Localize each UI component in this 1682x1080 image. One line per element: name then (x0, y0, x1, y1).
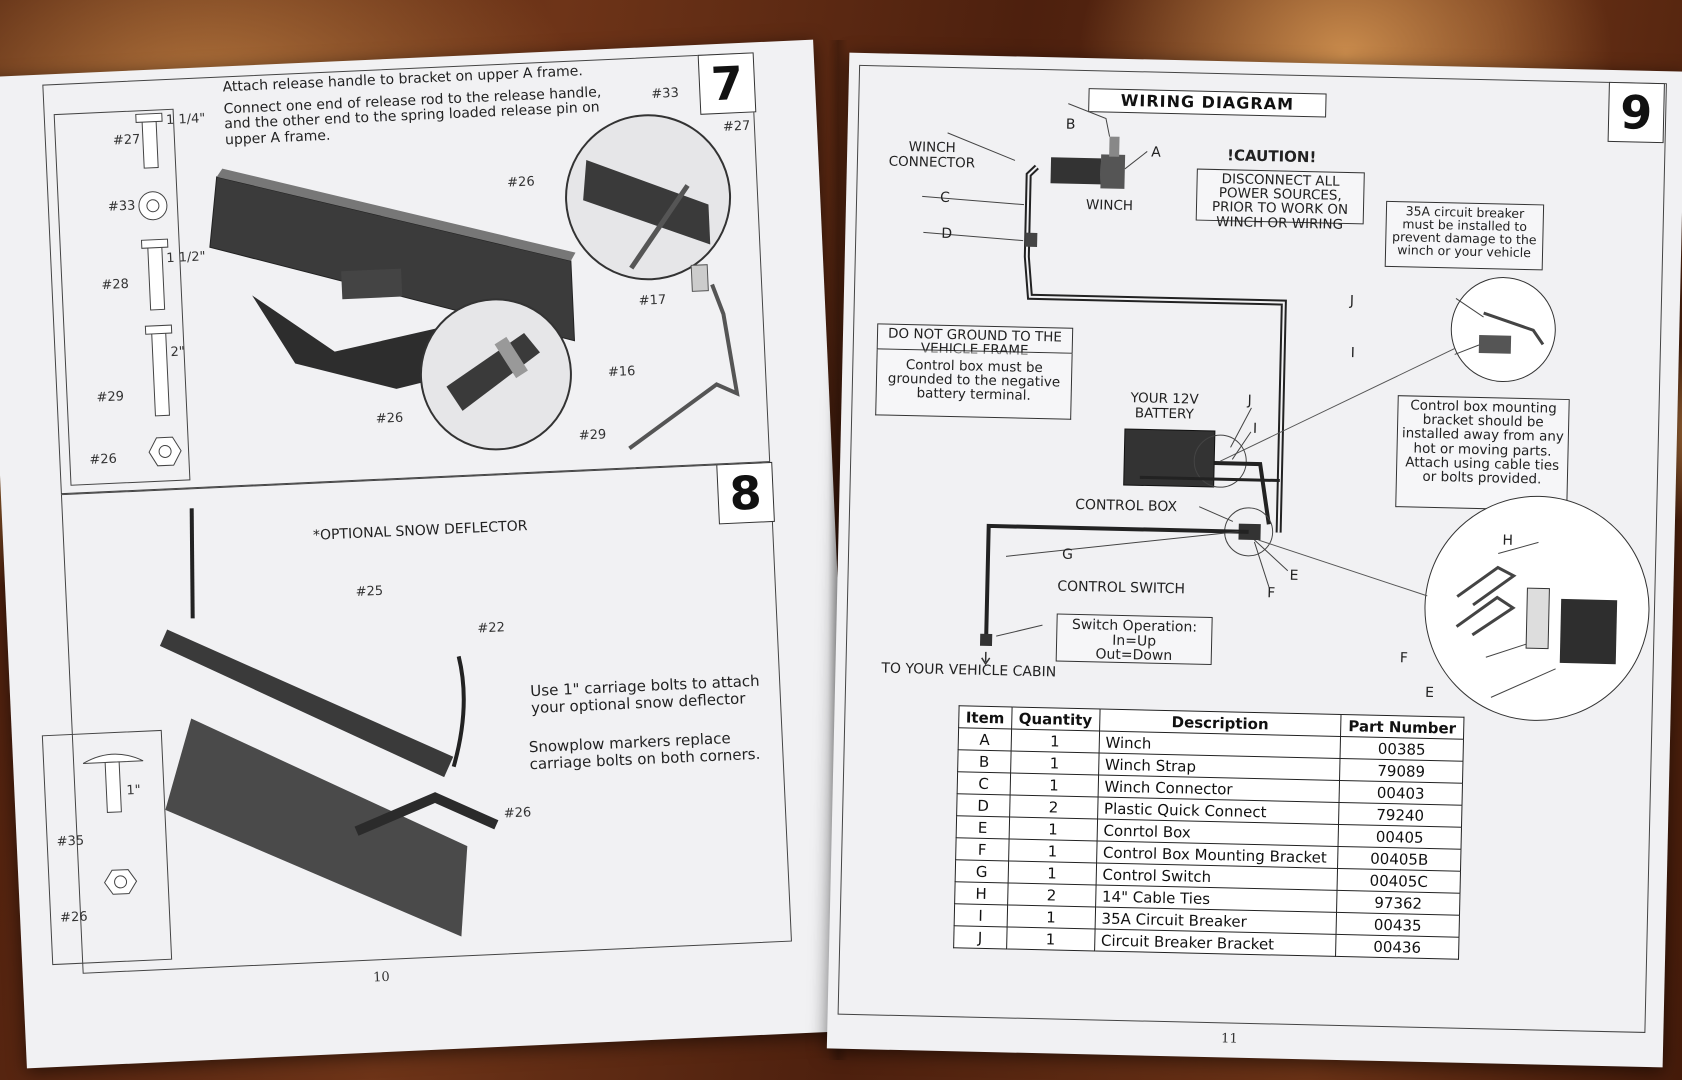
label-winch: WINCH (1085, 197, 1134, 215)
hardware-drawings-step8 (82, 753, 144, 895)
part-number-cell: 79240 (1338, 802, 1462, 828)
part-number-cell: 00436 (1335, 934, 1459, 960)
callout-label: #27 (722, 118, 751, 135)
label-battery: YOUR 12V BATTERY (1130, 390, 1199, 423)
quantity-cell: 2 (1009, 794, 1098, 819)
item-cell: J (953, 925, 1007, 949)
label-c: C (939, 189, 951, 206)
callout-label: #33 (651, 85, 680, 103)
item-cell: B (957, 749, 1011, 773)
callout-label: #26 (506, 174, 536, 191)
snow-deflector-drawing (159, 508, 499, 937)
quantity-cell: 1 (1010, 728, 1100, 753)
quantity-cell: 2 (1007, 882, 1096, 907)
label-f-detail: F (1399, 650, 1409, 667)
hardware-id: #27 (112, 132, 141, 149)
hardware-size: 1" (126, 782, 142, 799)
item-cell: C (957, 771, 1011, 795)
quantity-cell: 1 (1009, 772, 1099, 797)
part-number-cell: 97362 (1336, 890, 1460, 916)
item-cell: H (954, 881, 1008, 905)
label-b: B (1065, 116, 1076, 133)
item-cell: E (956, 815, 1010, 839)
item-cell: G (955, 859, 1009, 883)
manual-page-left: 7 Attach release handle to bracket on up… (0, 39, 859, 1069)
page-number-left: 10 (372, 969, 391, 986)
hardware-id: #33 (107, 198, 136, 215)
callout-label: #22 (477, 620, 506, 637)
part-number-cell: 00435 (1336, 912, 1460, 938)
part-number-cell: 00405C (1337, 868, 1461, 894)
quantity-cell: 1 (1008, 816, 1098, 841)
page-number-right: 11 (1220, 1031, 1238, 1047)
quantity-cell: 1 (1006, 904, 1096, 929)
callout-label: #29 (578, 427, 607, 444)
switch-operation-box: Switch Operation: In=Up Out=Down (1055, 613, 1213, 666)
label-j-detail: J (1349, 293, 1355, 310)
step-7-number: 7 (697, 52, 757, 115)
label-control-switch: CONTROL SWITCH (1057, 578, 1186, 598)
item-cell: F (955, 837, 1009, 861)
part-number-cell: 00405B (1337, 846, 1461, 872)
item-cell: A (958, 727, 1012, 751)
callout-label: #16 (607, 364, 636, 381)
label-i-detail: I (1350, 345, 1356, 362)
header-part-number: Part Number (1340, 714, 1464, 740)
quantity-cell: 1 (1010, 750, 1099, 775)
label-g: G (1061, 546, 1074, 563)
header-item: Item (958, 705, 1012, 729)
part-number-cell: 00385 (1340, 736, 1464, 762)
wiring-schematic (922, 103, 1650, 721)
hardware-size: 2" (170, 344, 186, 361)
item-cell: I (954, 903, 1008, 927)
quantity-cell: 1 (1006, 926, 1095, 951)
part-number-cell: 00403 (1339, 780, 1463, 806)
hardware-size: 1 1/4" (165, 111, 206, 129)
manual-page-right: 9 WIRING DIAGRAM !CAUTION! DISCONNECT AL… (826, 52, 1682, 1068)
item-cell: D (956, 793, 1010, 817)
label-f: F (1267, 585, 1276, 602)
label-h-detail: H (1502, 532, 1514, 549)
label-a: A (1151, 144, 1161, 161)
label-control-box: CONTROL BOX (1075, 496, 1178, 516)
plow-assembly-drawing-step7 (209, 114, 740, 451)
quantity-cell: 1 (1008, 838, 1097, 863)
hardware-id: #29 (96, 389, 125, 406)
callout-label: #25 (355, 583, 384, 600)
callout-label: #26 (503, 805, 532, 822)
hardware-drawings-step7 (135, 112, 182, 467)
callout-label: #17 (638, 292, 667, 309)
hardware-id: #28 (101, 276, 130, 294)
label-winch-connector: WINCH CONNECTOR (888, 139, 976, 172)
header-quantity: Quantity (1011, 706, 1100, 731)
hardware-id: #26 (89, 451, 118, 468)
label-e: E (1289, 567, 1299, 584)
label-i: I (1252, 420, 1258, 437)
step-8-number: 8 (716, 461, 775, 525)
hardware-id: #35 (56, 833, 85, 850)
part-number-cell: 79089 (1339, 758, 1463, 784)
part-number-cell: 00405 (1338, 824, 1462, 850)
quantity-cell: 1 (1007, 860, 1097, 885)
label-d: D (941, 225, 953, 243)
label-j: J (1247, 392, 1252, 409)
hardware-id: #26 (59, 909, 88, 926)
callout-label: #26 (375, 410, 404, 427)
label-e-detail: E (1424, 684, 1435, 702)
